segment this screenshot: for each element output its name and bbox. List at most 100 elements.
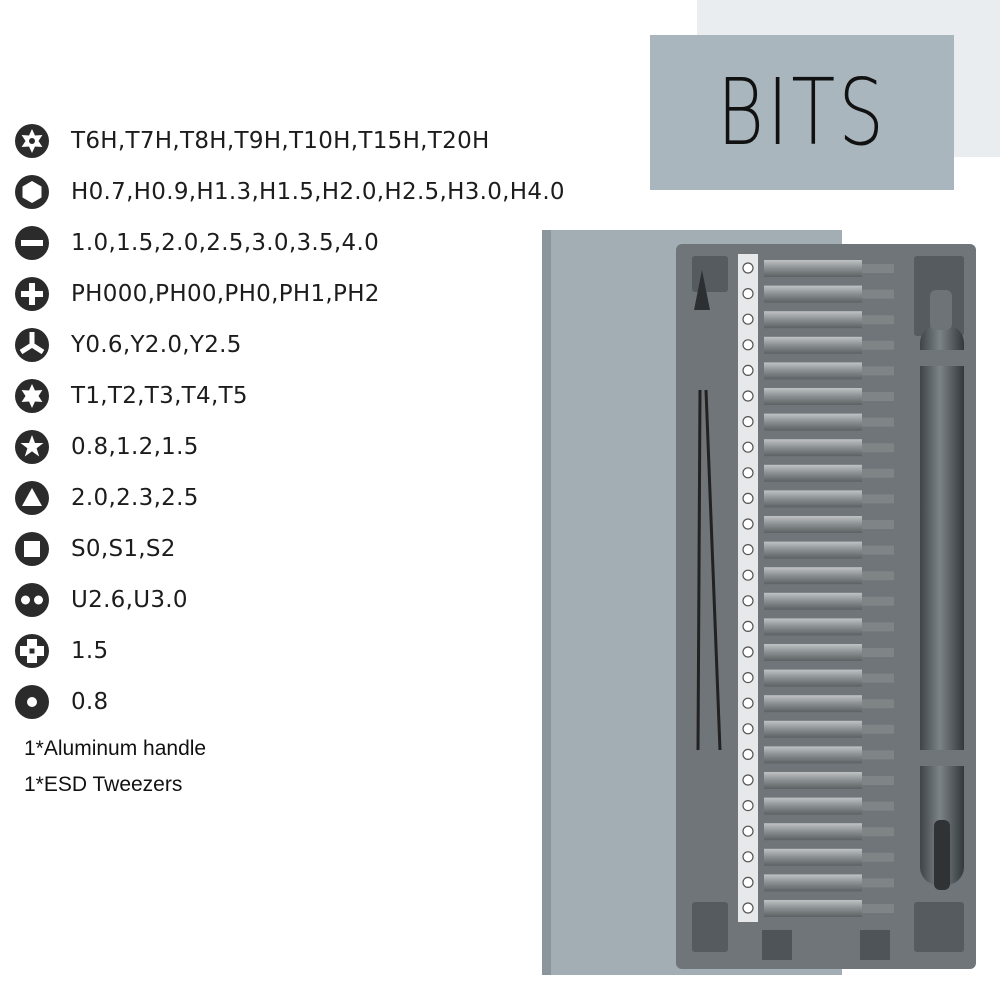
pentalobe-icon [15,430,49,464]
bit-group-label: 0.8 [71,689,109,715]
bit-group-row: PH000,PH00,PH0,PH1,PH2 [14,274,380,314]
bit-group-label: 2.0,2.3,2.5 [71,485,199,511]
bit-tip [862,776,894,785]
bit-slot-marker [742,595,754,607]
bit-group-label: 1.0,1.5,2.0,2.5,3.0,3.5,4.0 [71,230,380,256]
bit-slot-marker [742,441,754,453]
bit-tip [862,596,894,606]
bit [764,413,862,431]
bit [764,669,862,687]
bit-tip [862,750,894,760]
bit-slot-marker [742,672,754,684]
bit [764,464,862,482]
slotted-icon [15,226,49,260]
bit-group-label: Y0.6,Y2.0,Y2.5 [71,332,242,358]
bit-slot-marker [742,492,754,504]
bit-slot-marker [742,287,754,300]
bit-tip [862,289,894,299]
bit-slot-marker [742,620,754,632]
bit-slot-marker [742,544,754,556]
bit-slot-marker [742,262,754,274]
bit-tip [862,468,894,478]
included-items: 1*Aluminum handle 1*ESD Tweezers [24,734,206,806]
bit [764,618,862,636]
bit [764,260,862,277]
bit-tip [862,673,894,683]
bit-group-row: S0,S1,S2 [14,529,176,569]
bit [764,720,862,738]
bit-tip [862,443,894,453]
bit-group-label: T1,T2,T3,T4,T5 [71,383,248,409]
bit-slot-marker [742,876,754,889]
bit-group-label: U2.6,U3.0 [71,587,188,613]
bit-tip [862,520,894,529]
center-point-icon [15,685,49,719]
bit [764,490,862,508]
bit-group-row: T1,T2,T3,T4,T5 [14,376,248,416]
bit-group-row: U2.6,U3.0 [14,580,188,620]
bit-slot-marker [742,799,754,812]
bit-tip [862,827,894,837]
bit-tip [862,724,894,734]
phillips-icon [15,277,49,311]
u-type-icon [15,583,49,617]
bit-case-photo [542,230,976,975]
bit-slot-marker [742,416,754,428]
bit-group-row: T6H,T7H,T8H,T9H,T10H,T15H,T20H [14,121,490,161]
bit-tip [862,264,894,273]
bit-group-row: Y0.6,Y2.0,Y2.5 [14,325,242,365]
bit [764,772,862,789]
bit-slot-marker [742,774,754,786]
bit [764,592,862,610]
bit-tip [862,878,894,888]
bit-tip [862,417,894,427]
bit-tip [862,852,894,862]
bit-slot-marker [742,902,754,914]
bit-tip [862,801,894,811]
bit-tip [862,571,894,581]
bit [764,900,862,917]
bit [764,362,862,380]
page-title: BITS [716,58,888,166]
bit-group-row: 0.8,1.2,1.5 [14,427,199,467]
bit-slot-marker [742,723,754,735]
bit [764,823,862,841]
bit [764,848,862,866]
bit [764,644,862,661]
bit-group-row: H0.7,H0.9,H1.3,H1.5,H2.0,H2.5,H3.0,H4.0 [14,172,565,212]
bit-group-label: H0.7,H0.9,H1.3,H1.5,H2.0,H2.5,H3.0,H4.0 [71,179,565,205]
triangle-icon [15,481,49,515]
torx-security-icon [15,124,49,158]
bit-slot-marker [742,748,754,761]
bit-group-row: 1.5 [14,631,108,671]
included-item: 1*Aluminum handle [24,737,207,760]
bit-group-row: 2.0,2.3,2.5 [14,478,199,518]
bit-slot-marker [742,646,754,658]
bit-slot-marker [742,364,754,376]
bit [764,439,862,457]
bit [764,311,862,329]
bit-group-label: T6H,T7H,T8H,T9H,T10H,T15H,T20H [71,128,490,154]
bit-tip [862,648,894,657]
bit-slot-marker [742,467,754,479]
hex-icon [15,175,49,209]
bit [764,874,862,892]
bit-group-label: PH000,PH00,PH0,PH1,PH2 [71,281,380,307]
cross-icon [15,634,49,668]
bit-tip [862,904,894,913]
included-item: 1*ESD Tweezers [24,773,183,796]
bit-slot-marker [742,313,754,325]
torx-icon [15,379,49,413]
bit-tip [862,699,894,709]
bit [764,285,862,303]
bit-group-row: 1.0,1.5,2.0,2.5,3.0,3.5,4.0 [14,223,379,263]
bit-slot-marker [742,851,754,863]
title-box: BITS [650,35,954,190]
bit-tip [862,545,894,555]
bit-slot-marker [742,825,754,837]
bit [764,567,862,585]
bit-group-label: S0,S1,S2 [71,536,176,562]
tri-wing-icon [15,328,49,362]
bit-tip [862,622,894,632]
bit-group-label: 0.8,1.2,1.5 [71,434,199,460]
